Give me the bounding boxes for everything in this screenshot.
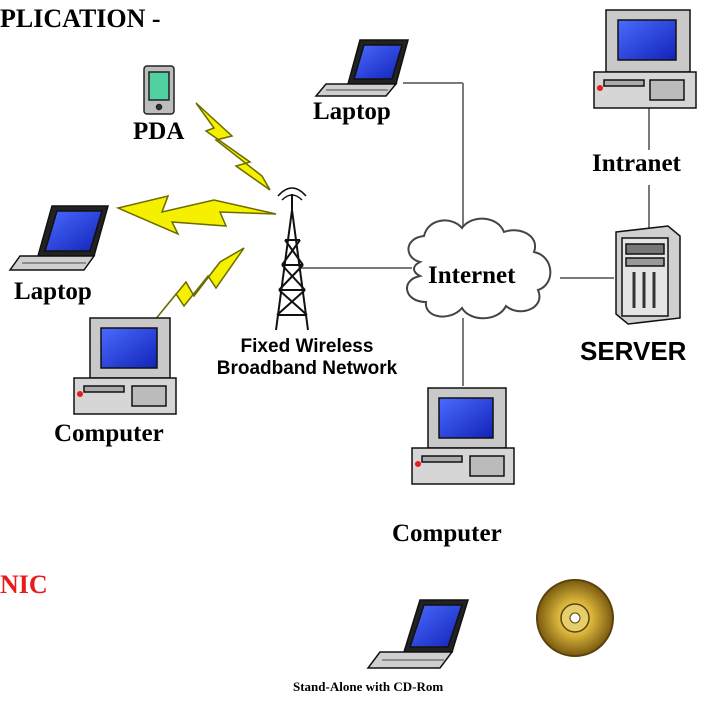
internet-cloud [406, 217, 552, 320]
intranet-computer-device [593, 9, 697, 109]
label-laptop-top: Laptop [313, 98, 391, 125]
label-server: SERVER [580, 336, 687, 366]
label-computer-left: Computer [54, 420, 164, 447]
bolt-computer [149, 247, 245, 327]
bolt-pda [195, 102, 271, 191]
label-tower: Fixed Wireless Broadband Network [212, 336, 402, 380]
label-standalone: Stand-Alone with CD-Rom [293, 679, 444, 694]
laptop-top-device [314, 39, 409, 97]
label-tower-line1: Fixed Wireless [240, 336, 374, 357]
heading-top: PLICATION - [0, 4, 161, 33]
server-device [615, 225, 681, 325]
standalone-laptop-device [366, 599, 470, 669]
laptop-left-device [8, 205, 109, 271]
cd-rom-disc [536, 579, 614, 657]
label-pda: PDA [133, 118, 185, 145]
label-intranet: Intranet [592, 150, 681, 177]
computer-left-device [73, 317, 177, 415]
label-computer-bottom: Computer [392, 520, 502, 547]
broadband-tower [275, 187, 309, 331]
computer-bottom-device [411, 387, 515, 485]
label-laptop-left: Laptop [14, 278, 92, 305]
bolt-laptop [115, 194, 277, 236]
label-internet: Internet [428, 262, 516, 289]
wireless-bolts [115, 102, 277, 327]
label-tower-line2: Broadband Network [216, 358, 398, 379]
heading-bottom: NIC [0, 570, 48, 599]
pda-device [143, 65, 175, 115]
